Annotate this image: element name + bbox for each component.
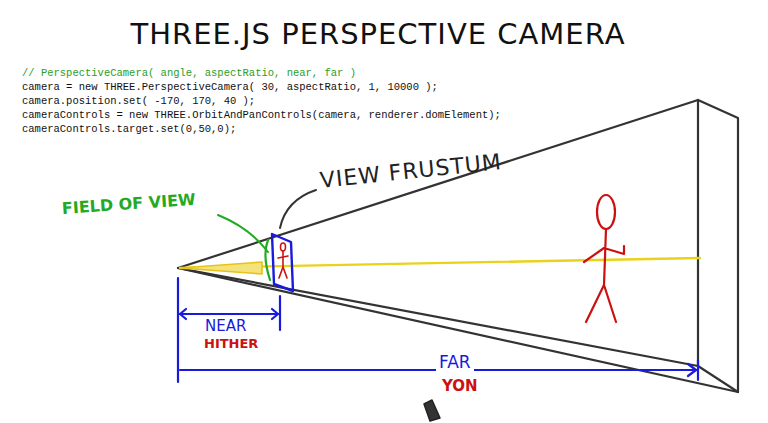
- frustum-label: VIEW FRUSTUM: [319, 149, 503, 193]
- page-title: THREE.JS PERSPECTIVE CAMERA: [130, 18, 625, 51]
- fov-arc: [265, 240, 270, 280]
- yon-label: YON: [442, 378, 478, 395]
- far-label: FAR: [436, 353, 474, 373]
- near-label: NEAR: [202, 318, 249, 335]
- hither-label: HITHER: [204, 337, 258, 352]
- fov-wedge: [180, 262, 262, 274]
- fov-label: FIELD OF VIEW: [61, 191, 196, 219]
- code-comment: // PerspectiveCamera( angle, aspectRatio…: [22, 67, 356, 79]
- code-line: cameraControls.target.set(0,50,0);: [22, 123, 236, 135]
- frustum-leader: [280, 190, 316, 228]
- near-plane: [272, 234, 293, 291]
- pen-cursor: [424, 400, 440, 421]
- fov-leader: [218, 215, 268, 252]
- near-dimension: [178, 278, 280, 382]
- code-line: cameraControls = new THREE.OrbitAndPanCo…: [22, 109, 501, 121]
- frustum-lines: [178, 100, 738, 392]
- big-figure: [584, 195, 624, 322]
- code-line: camera = new THREE.PerspectiveCamera( 30…: [22, 81, 438, 93]
- small-figure: [278, 243, 288, 278]
- code-line: camera.position.set( -170, 170, 40 );: [22, 95, 255, 107]
